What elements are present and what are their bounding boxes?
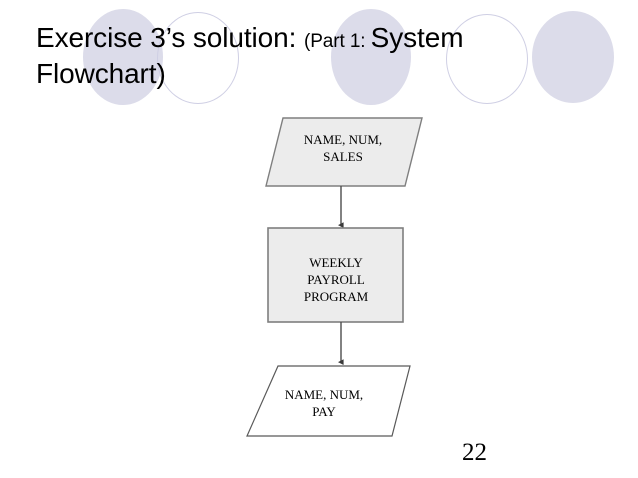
- flowchart-node-weekly-payroll-program: [267, 227, 404, 323]
- title-segment-close-paren: ): [156, 57, 166, 89]
- page-number: 22: [462, 439, 487, 466]
- slide-title: Exercise 3’s solution: (Part 1: System F…: [36, 20, 596, 92]
- title-segment-system-flowchart: System Flowchart: [36, 22, 464, 89]
- title-segment-part: (Part 1:: [303, 31, 371, 52]
- title-segment-exercise: Exercise 3’s solution:: [36, 22, 304, 53]
- flowchart-node-input-data: [265, 117, 423, 187]
- flowchart-node-output-data: [246, 365, 411, 437]
